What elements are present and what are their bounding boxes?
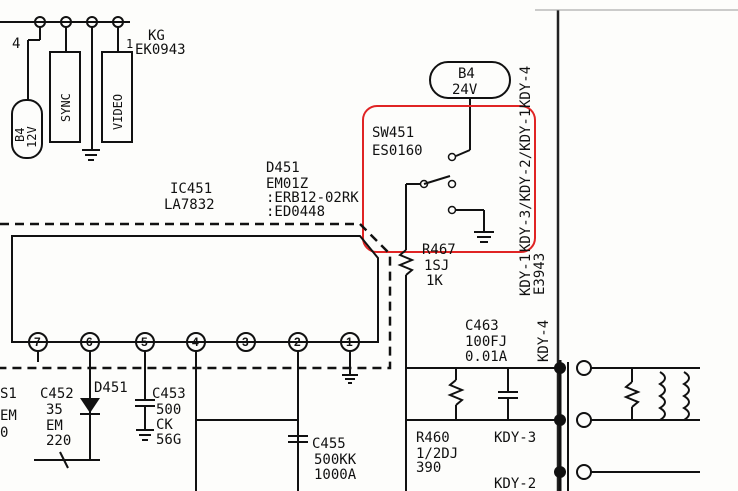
c452-v1: 35	[46, 402, 63, 418]
r460-ref: R460	[416, 430, 450, 446]
b4-24v-top: B4	[458, 66, 475, 82]
r467-v2: 1K	[426, 273, 443, 289]
c453-ground	[136, 429, 154, 441]
kdy4-mid-label: KDY-4	[536, 320, 552, 362]
kdy-connector	[554, 360, 700, 491]
ic-pin-5: 5	[141, 335, 148, 349]
sync-label: SYNC	[59, 93, 73, 122]
r460-resistor	[447, 379, 465, 406]
d451-ref: D451	[266, 160, 300, 176]
d451-part2: :ERB12-02RK	[266, 190, 359, 206]
c455-ref: C455	[312, 436, 346, 452]
b4-12v-top: B4	[13, 128, 27, 142]
kdy4-top-label: KDY-4	[518, 66, 534, 108]
c453-v3: 56G	[156, 432, 181, 448]
kdy1-prefix-label: KDY-1	[518, 254, 534, 296]
c453-ref: C453	[152, 386, 186, 402]
pin1-ground	[342, 374, 358, 384]
ic-pin-2: 2	[294, 335, 301, 349]
c463-v1: 100FJ	[465, 334, 507, 350]
b4-24v-bottom: 24V	[452, 82, 478, 98]
pin4-label: 4	[12, 36, 20, 52]
c453-v2: CK	[156, 417, 173, 433]
ic451-ref: IC451	[170, 181, 212, 197]
e3943-label: E3943	[532, 253, 548, 295]
kdy3-label: KDY-3	[494, 430, 536, 446]
r460-v1: 1/2DJ	[416, 446, 458, 462]
top-connector-row	[0, 16, 130, 150]
c453-v1: 500	[156, 402, 181, 418]
ic451-part: LA7832	[164, 197, 215, 213]
d451-diode-label: D451	[94, 380, 128, 396]
r467-v1: 1SJ	[424, 258, 449, 274]
left-em: EM	[0, 408, 17, 424]
ic-pin-4: 4	[192, 335, 199, 349]
sw451-switch	[406, 152, 494, 243]
d451-diode	[80, 398, 100, 415]
pin1-label: 1	[126, 37, 133, 51]
kg-part: EK0943	[135, 42, 186, 58]
c452-ref: C452	[40, 386, 74, 402]
c452-v3: 220	[46, 433, 71, 449]
c463-v2: 0.01A	[465, 349, 508, 365]
left-zero: 0	[0, 425, 8, 441]
r467-resistor	[397, 249, 415, 276]
c455-v1: 500KK	[314, 452, 357, 468]
d451-part3: :ED0448	[266, 204, 325, 220]
c455-v2: 1000A	[314, 467, 357, 483]
sw451-highlight-box	[362, 105, 536, 253]
left-s1: S1	[0, 386, 17, 402]
ic-pin-6: 6	[86, 335, 93, 349]
r460-v2: 390	[416, 460, 441, 476]
ic-pin-7: 7	[34, 335, 41, 349]
ic-pin-1: 1	[346, 335, 353, 349]
video-connector	[101, 51, 133, 143]
kdy-3-2-1-label: KDY-3/KDY-2/KDY-1	[518, 109, 534, 252]
ic451-body	[11, 235, 379, 343]
kdy2-label: KDY-2	[494, 476, 536, 491]
c452-v2: EM	[46, 418, 63, 434]
video-label: VIDEO	[111, 94, 125, 130]
c463-ref: C463	[465, 318, 499, 334]
kg-name: KG	[148, 28, 165, 44]
sw451-ref: SW451	[372, 125, 414, 141]
b4-12v-bottom: 12V	[25, 126, 39, 148]
r467-ref: R467	[422, 242, 456, 258]
b4-12v-connector	[11, 99, 43, 159]
sw451-part: ES0160	[372, 143, 423, 159]
ic-pin-3: 3	[242, 335, 249, 349]
d451-part1: EM01Z	[266, 176, 308, 192]
ground-symbol	[82, 149, 100, 161]
ic451-dashed-outline	[0, 222, 392, 370]
